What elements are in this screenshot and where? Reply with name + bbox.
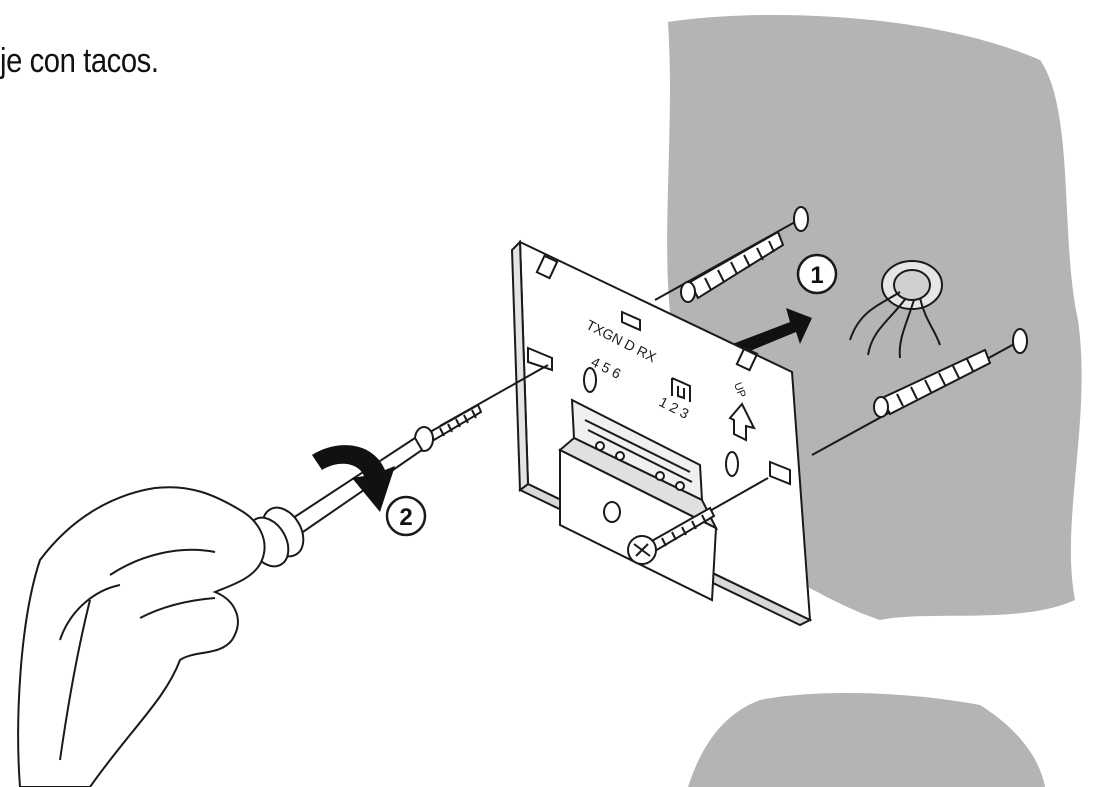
wall-plug-lower	[811, 328, 1028, 456]
hand	[17, 486, 266, 787]
step-2-badge: 2	[385, 495, 427, 537]
step-2-number: 2	[399, 504, 412, 531]
wall-surface-lower	[688, 693, 1045, 787]
rotation-arrow	[312, 445, 395, 512]
instruction-caption: je con tacos.	[0, 42, 159, 80]
cable-hole	[849, 260, 943, 359]
up-label: UP	[731, 381, 748, 399]
wall-plug-upper	[654, 206, 809, 303]
step-1-badge: 1	[796, 253, 838, 295]
step-1-number: 1	[810, 262, 823, 289]
screw-lower-right	[627, 477, 769, 565]
mounting-plate	[510, 239, 813, 627]
